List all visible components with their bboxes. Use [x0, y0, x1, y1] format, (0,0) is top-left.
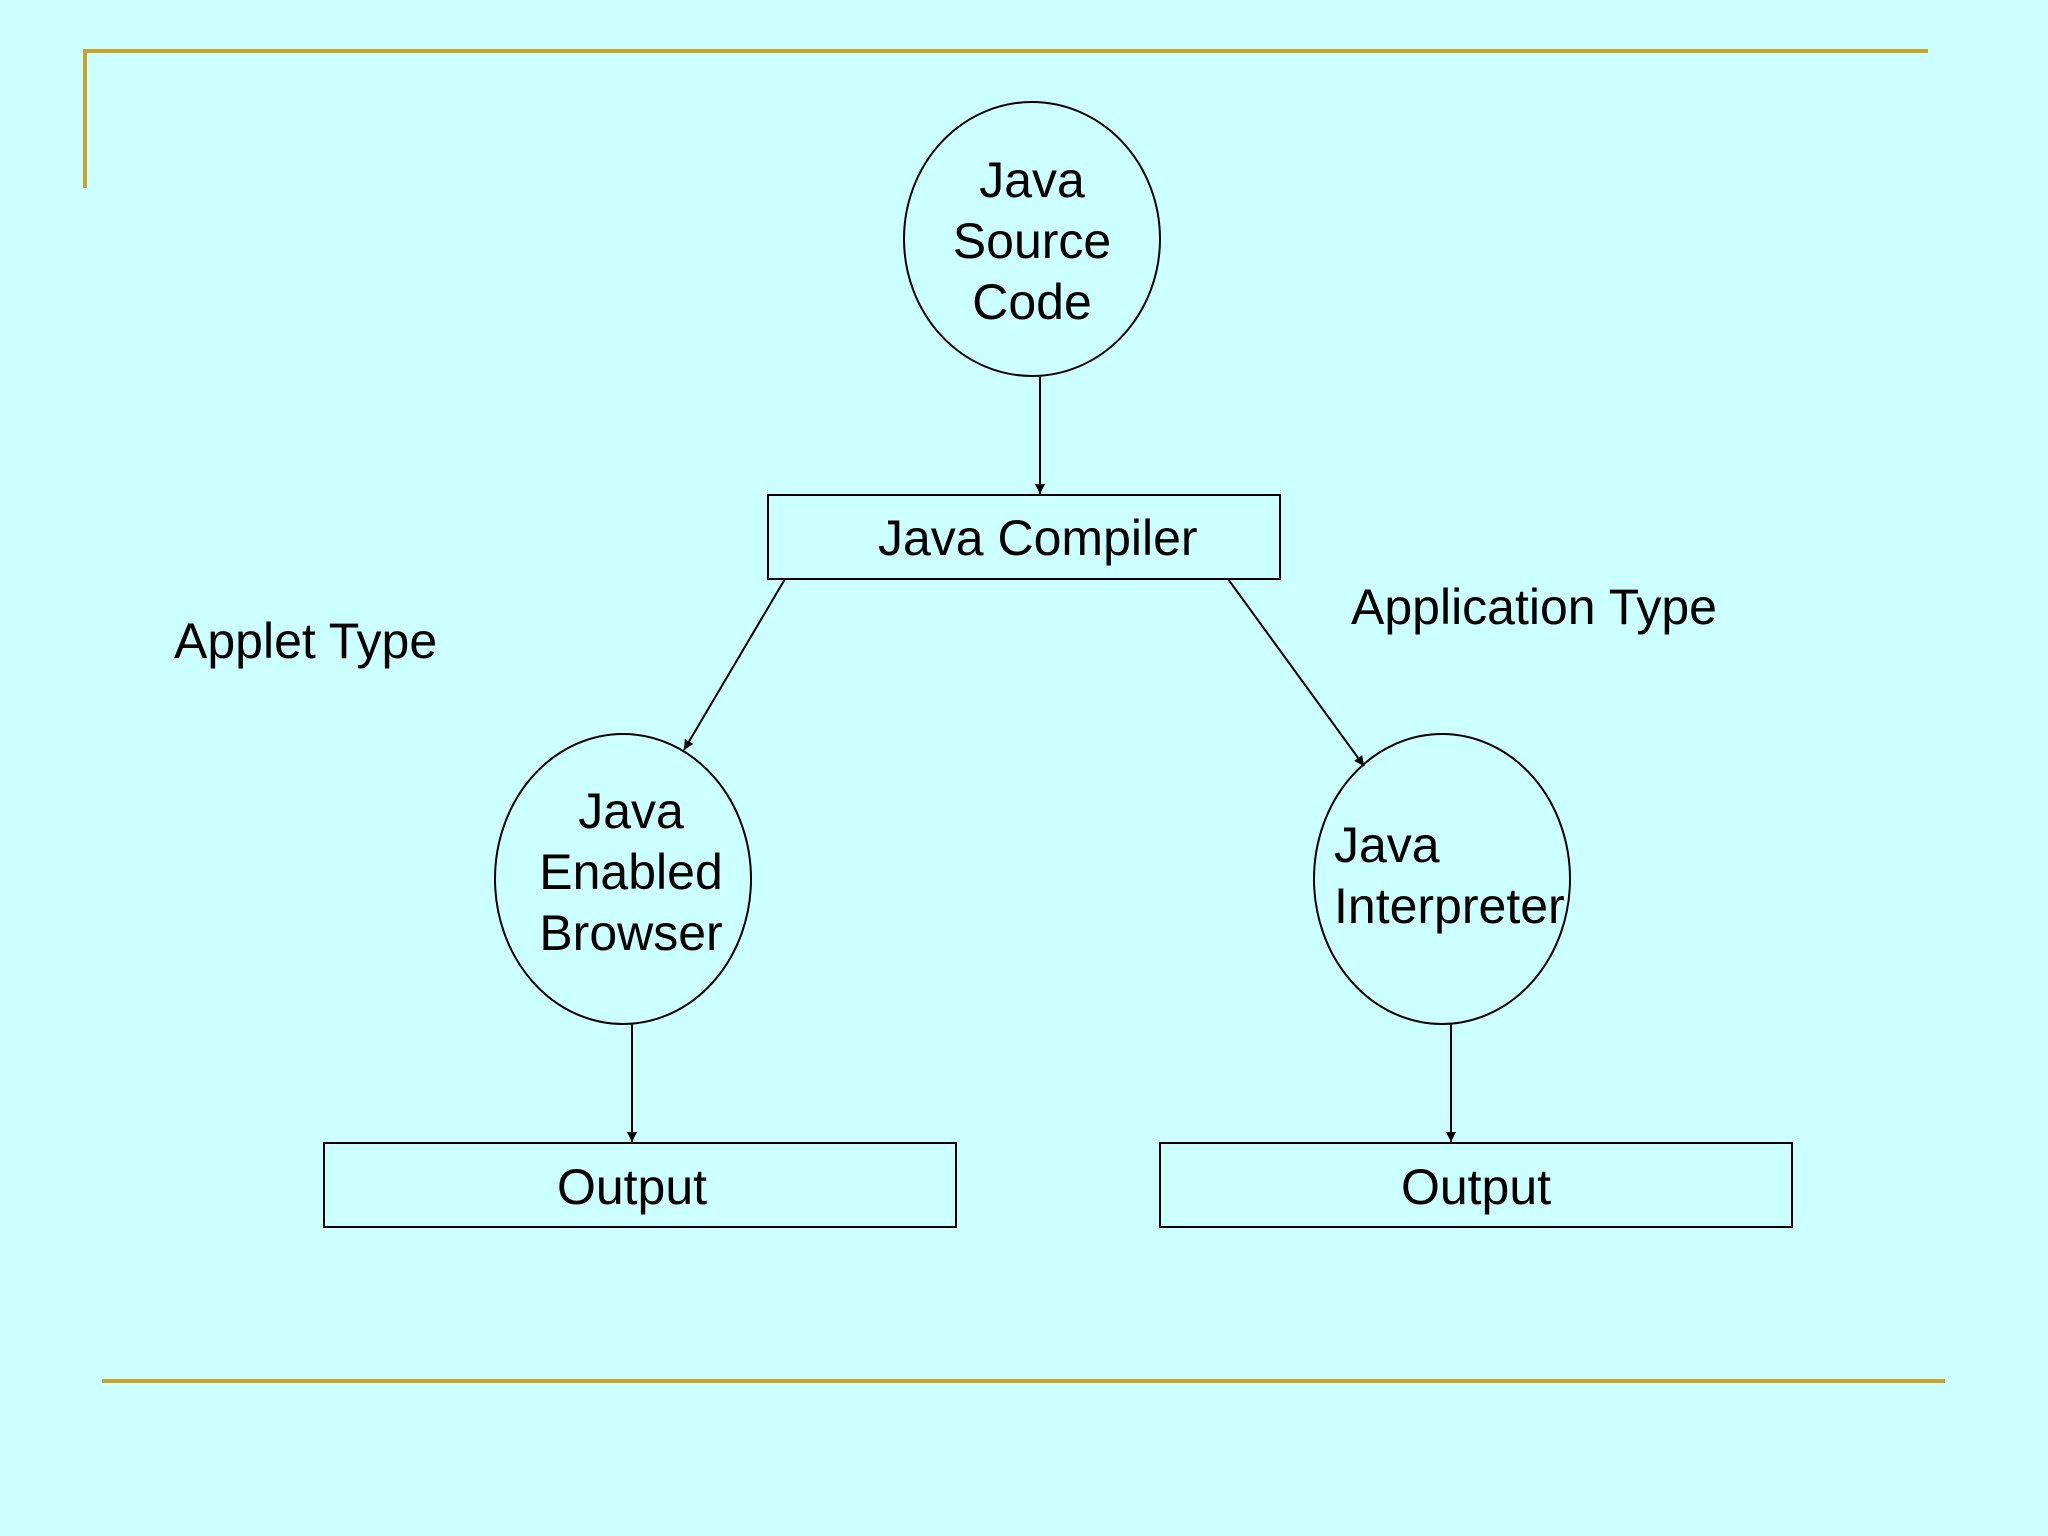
- edge-compiler-to-interpreter: [1227, 578, 1365, 767]
- node-interpreter-line2: Interpreter: [1334, 878, 1565, 934]
- edge-compiler-to-browser: [683, 578, 786, 751]
- node-output-left-label: Output: [556, 1159, 708, 1215]
- node-browser-line1: Java: [578, 783, 684, 839]
- node-source-line1: Java: [979, 152, 1085, 208]
- node-source-label: Java Source Code: [912, 150, 1152, 333]
- branch-label-application: Application Type: [1351, 579, 1717, 635]
- node-output-right-shape: [1159, 1142, 1793, 1228]
- decorative-frame: [83, 49, 1945, 1383]
- node-compiler-shape: [767, 494, 1281, 580]
- node-browser-shape: [494, 733, 752, 1025]
- branch-label-applet: Applet Type: [174, 613, 438, 669]
- node-browser-line3: Browser: [539, 905, 723, 961]
- node-compiler-label: Java Compiler: [878, 510, 1198, 566]
- node-browser-label: Java Enabled Browser: [511, 781, 751, 964]
- node-source-line3: Code: [972, 274, 1092, 330]
- node-output-left-shape: [323, 1142, 957, 1228]
- node-source-line2: Source: [952, 213, 1112, 269]
- node-browser-line2: Enabled: [539, 844, 723, 900]
- node-interpreter-line1: Java: [1334, 817, 1440, 873]
- node-interpreter-shape: [1313, 733, 1571, 1025]
- node-interpreter-label: Java Interpreter: [1334, 815, 1565, 937]
- node-source-shape: [903, 101, 1161, 377]
- node-output-right-label: Output: [1400, 1159, 1552, 1215]
